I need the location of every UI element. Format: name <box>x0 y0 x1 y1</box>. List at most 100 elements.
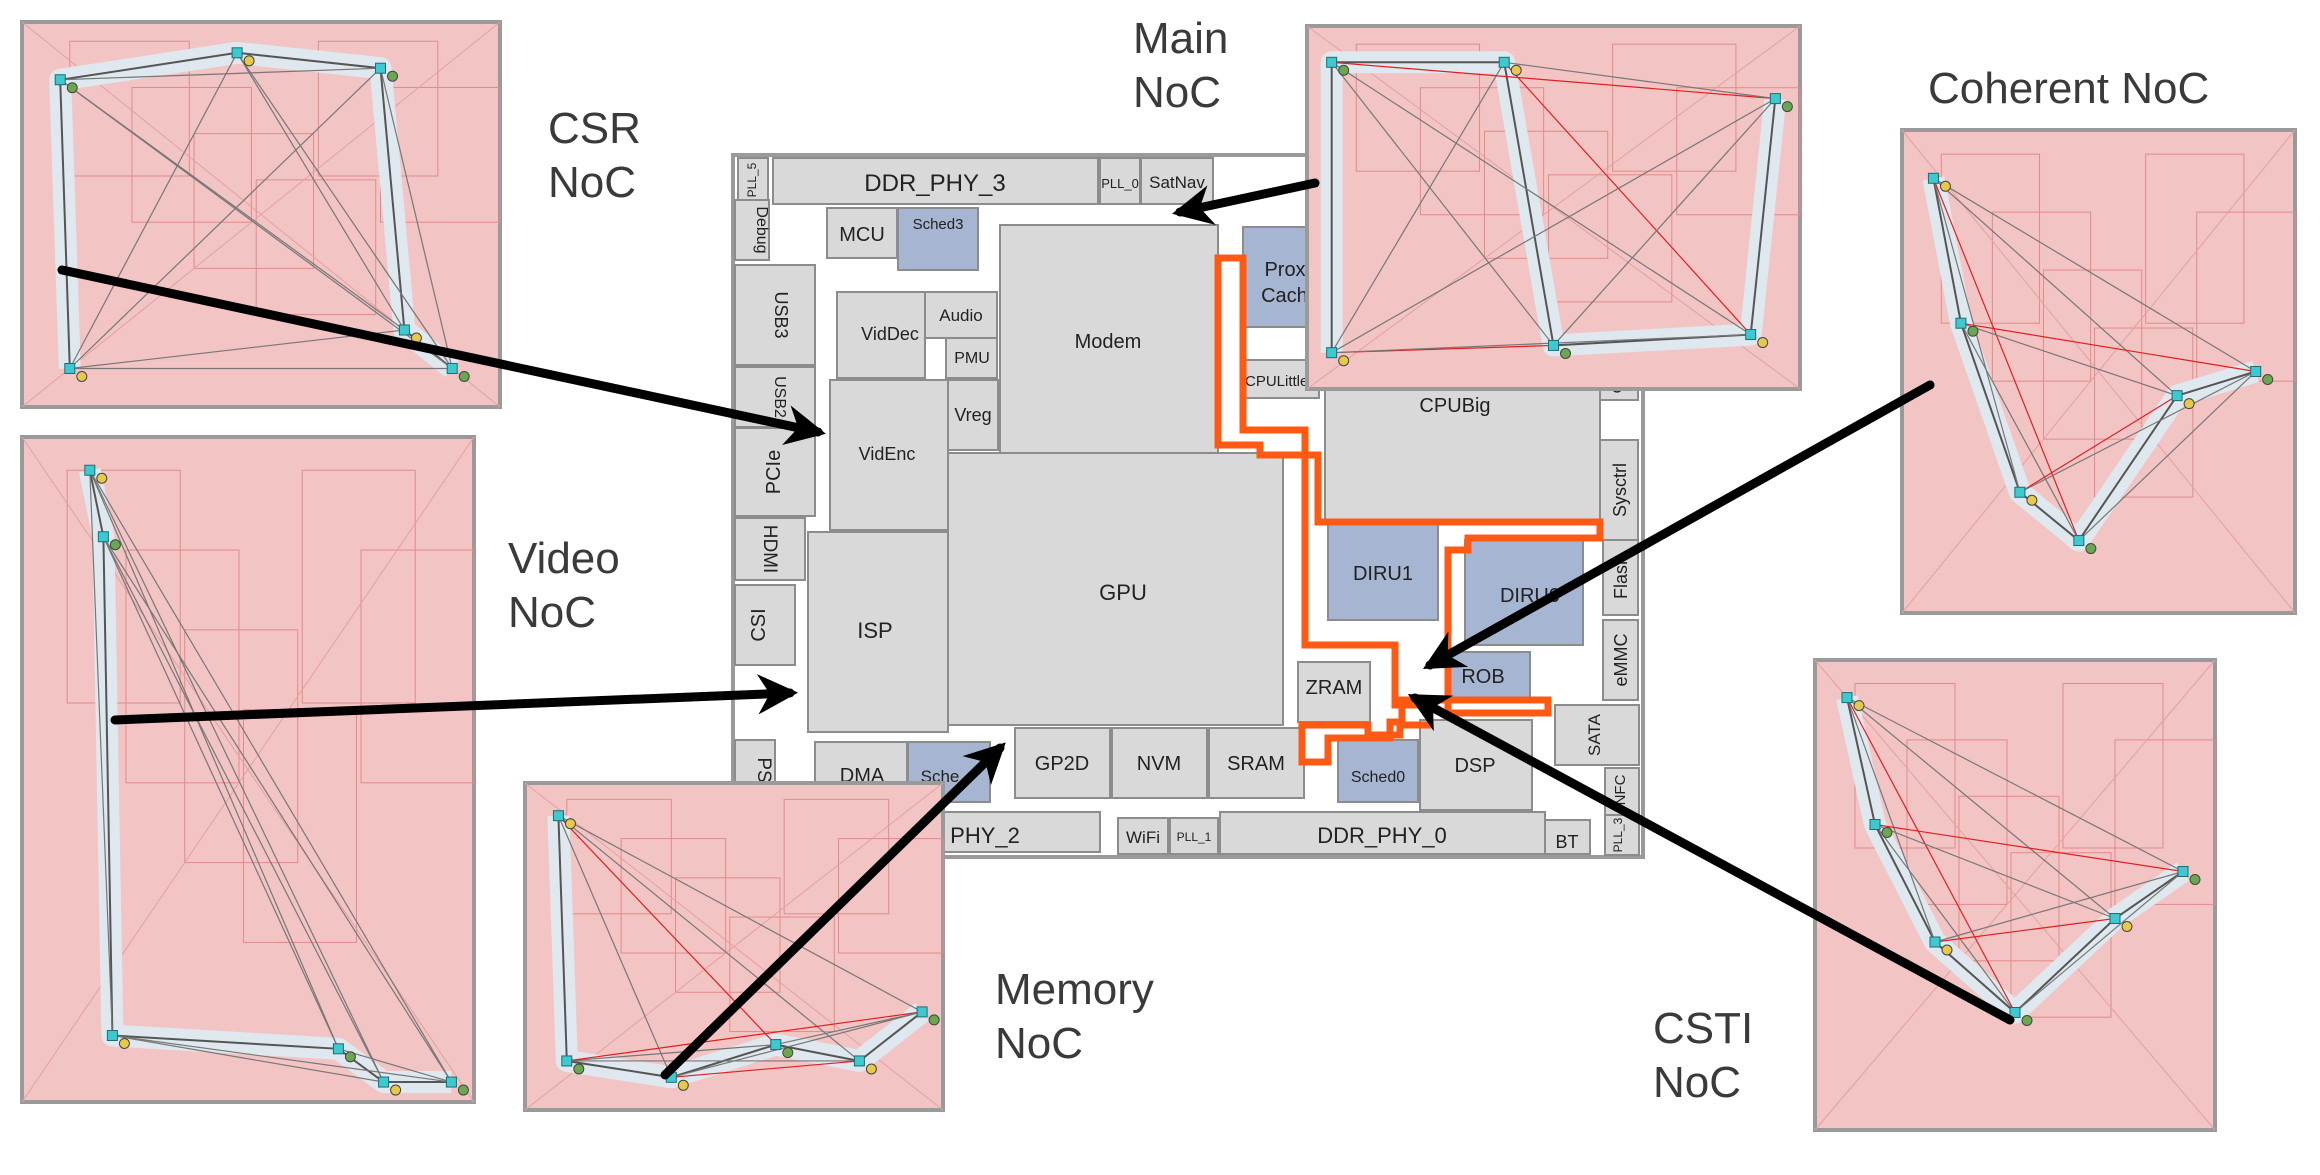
pll1-block <box>1169 817 1219 855</box>
thumbnail-endpoint-node <box>1757 337 1769 349</box>
bt-block <box>1544 819 1591 855</box>
thumbnail-link <box>236 52 405 331</box>
thumbnail-subblock <box>66 469 181 704</box>
thumbnail-subblock <box>1612 43 1737 172</box>
thumbnail-switch-node <box>853 1055 865 1067</box>
viddec-label: VidDec <box>861 324 919 344</box>
arrows <box>57 178 2015 1080</box>
thumbnail-link <box>2019 395 2178 493</box>
ps-label: PS <box>753 757 774 782</box>
pmu-block <box>945 337 998 379</box>
zram-label: ZRAM <box>1306 677 1363 699</box>
thumbnail-subblock <box>301 469 416 704</box>
csti-arrow <box>1407 693 2015 1025</box>
thumbnail-switch-node <box>1955 317 1967 329</box>
thumbnail-link <box>2078 371 2257 541</box>
thumbnail-endpoint-node <box>1510 64 1522 76</box>
thumbnail-link <box>1960 322 2080 541</box>
nvm-label: NVM <box>1137 753 1181 775</box>
thumbnail-switch-node <box>84 464 96 476</box>
thumbnail-guide <box>21 436 475 1103</box>
sata-label: SATA <box>1585 713 1604 756</box>
mcu-block <box>826 207 898 259</box>
csti-noc-label: CSTI NoC <box>1653 1004 1754 1107</box>
thumbnail-endpoint-node <box>2085 543 2097 555</box>
thumbnail-route <box>88 470 452 1083</box>
thumbnail-endpoint-node <box>928 1014 940 1026</box>
nvm-block <box>1111 727 1208 799</box>
diru1-block <box>1327 519 1439 621</box>
thumbnail-link <box>1331 333 1751 354</box>
thumbnail-link <box>1331 98 1776 354</box>
thumbnail-link <box>102 536 339 1050</box>
thumbnail-switch-node <box>1548 339 1559 351</box>
thumbnail-switch-node <box>1929 936 1941 948</box>
thumbnail-link <box>1932 178 2021 493</box>
thumbnail-switch-node <box>54 74 66 86</box>
thumbnail-subblock <box>1991 211 2092 382</box>
thumbnail-switch-node <box>2014 486 2026 498</box>
thumbnail-link <box>2014 871 2184 1013</box>
thumbnail-link <box>1503 61 1752 335</box>
thumbnail-link <box>671 1060 860 1078</box>
bt-label: BT <box>1555 832 1578 852</box>
thumbnail-subblock <box>193 133 315 269</box>
csti-noc-thumbnail <box>1813 658 2217 1132</box>
thumbnail-subblock <box>317 40 439 177</box>
thumbnail-link <box>1846 697 1936 943</box>
gp2d-block <box>1014 727 1111 799</box>
isp-label: ISP <box>857 618 892 643</box>
sata-block <box>1554 704 1640 766</box>
videnc-block <box>829 379 949 531</box>
thumbnail-subblock <box>1676 87 1801 216</box>
sched0-label: Sched0 <box>1351 769 1405 786</box>
thumbnail-endpoint-node <box>387 70 398 82</box>
thumbnail-endpoint-node <box>1853 700 1865 712</box>
cpulittle-label: CPULittle <box>1245 373 1308 390</box>
nfc-label: NFC <box>1612 774 1629 805</box>
thumbnail-switch-node <box>916 1006 928 1018</box>
thumbnail-subblock <box>1548 174 1673 303</box>
thumbnail-link <box>59 79 453 369</box>
thumbnail-endpoint-node <box>390 1084 402 1096</box>
wifi-label: WiFi <box>1126 828 1160 847</box>
thumbnail-switch-node <box>378 1076 390 1088</box>
thumbnail-subblock <box>1958 795 2060 962</box>
audio-label: Audio <box>939 306 982 325</box>
thumbnail-endpoint-node <box>1560 347 1571 359</box>
thumbnail-link <box>1331 61 1752 336</box>
thumbnail-link <box>1933 177 2178 397</box>
thumbnail-endpoint-node <box>1338 64 1350 76</box>
thumbnail-link <box>89 470 339 1050</box>
coherent-noc-outline <box>1214 254 1604 766</box>
thumbnail-link <box>1846 697 2184 873</box>
modem-block <box>999 224 1219 454</box>
rob-label: ROB <box>1461 666 1504 688</box>
thumbnail-endpoint-node <box>96 472 108 484</box>
thumbnail-endpoint-node <box>677 1079 689 1091</box>
thumbnail-endpoint-node <box>243 55 255 67</box>
csi-block <box>734 584 796 666</box>
thumbnail-endpoint-node <box>66 82 78 94</box>
thumbnail-subblock <box>2042 269 2143 440</box>
thumbnail-link <box>112 1034 452 1083</box>
thumbnail-subblock <box>184 629 299 864</box>
thumbnail-guide <box>1306 25 1801 390</box>
mcu-label: MCU <box>839 224 885 246</box>
thumbnail-link <box>566 1044 776 1062</box>
ddr-phy-2-label: PHY_2 <box>950 823 1020 848</box>
thumbnail-link <box>1934 870 2184 943</box>
thumbnail-subblock <box>2094 327 2194 498</box>
thumbnail-endpoint-node <box>344 1051 356 1063</box>
pll1-label: PLL_1 <box>1177 830 1212 844</box>
thumbnail-link <box>1504 61 1776 100</box>
thumbnail-link <box>379 68 453 369</box>
sched3-label: Sched3 <box>913 216 964 233</box>
thumbnail-link <box>1846 697 2116 919</box>
emmc-block <box>1602 619 1639 701</box>
thumbnail-switch-node <box>64 363 76 374</box>
thumbnail-link <box>1960 322 2178 397</box>
thumbnail-link <box>1932 178 2080 541</box>
pll5-label: PLL_5 <box>745 162 759 197</box>
main-noc-thumbnail <box>1305 24 1802 391</box>
